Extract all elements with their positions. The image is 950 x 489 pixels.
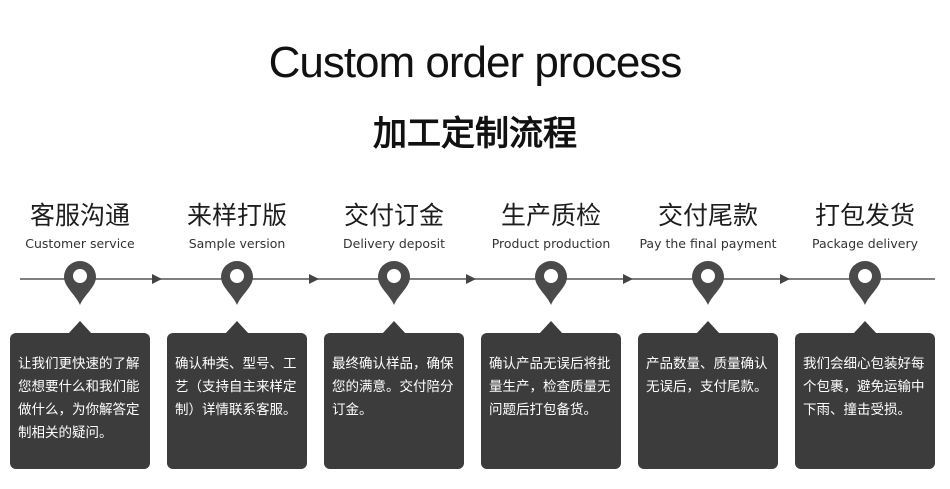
step-4-label: 生产质检 Product production — [476, 200, 626, 251]
step-description: 最终确认样品，确保您的满意。交付陪分订金。 — [332, 356, 454, 418]
step-title-zh: 生产质检 — [500, 201, 601, 230]
step-title-zh: 交付尾款 — [657, 201, 758, 230]
step-description: 产品数量、质量确认无误后，支付尾款。 — [646, 356, 768, 395]
step-title-zh: 交付订金 — [343, 201, 444, 230]
step-5-label: 交付尾款 Pay the final payment — [633, 200, 783, 251]
step-title-en: Sample version — [188, 236, 286, 251]
step-4-description-box: 确认产品无误后将批量生产，检查质量无问题后打包备货。 — [481, 321, 621, 469]
step-title-en: Product production — [491, 236, 611, 251]
step-6-label: 打包发货 Package delivery — [790, 200, 940, 251]
step-title-en: Delivery deposit — [343, 236, 445, 251]
step-1-label: 客服沟通 Customer service — [5, 200, 155, 251]
step-title-zh: 来样打版 — [186, 201, 287, 230]
location-pin-icon — [535, 261, 567, 305]
step-description: 我们会细心包装好每个包裹，避免运输中下雨、撞击受损。 — [803, 356, 925, 418]
location-pin-icon — [221, 261, 253, 305]
step-3-label: 交付订金 Delivery deposit — [319, 200, 469, 251]
step-description: 确认产品无误后将批量生产，检查质量无问题后打包备货。 — [489, 356, 611, 418]
step-description: 让我们更快速的了解您想要什么和我们能做什么，为你解答定制相关的疑问。 — [18, 356, 140, 441]
location-pin-icon — [378, 261, 410, 305]
page-title-en: Custom order process — [268, 38, 683, 87]
step-title-zh: 打包发货 — [814, 201, 915, 230]
arrow-right-icon — [309, 274, 319, 284]
step-title-en: Pay the final payment — [639, 236, 777, 251]
step-2-description-box: 确认种类、型号、工艺（支持自主来样定制）详情联系客服。 — [167, 321, 307, 469]
step-description: 确认种类、型号、工艺（支持自主来样定制）详情联系客服。 — [175, 356, 297, 418]
arrow-right-icon — [466, 274, 476, 284]
step-title-en: Package delivery — [812, 236, 918, 251]
step-title-zh: 客服沟通 — [29, 201, 130, 230]
step-3-description-box: 最终确认样品，确保您的满意。交付陪分订金。 — [324, 321, 464, 469]
location-pin-icon — [692, 261, 724, 305]
arrow-right-icon — [780, 274, 790, 284]
arrow-right-icon — [623, 274, 633, 284]
process-timeline — [20, 261, 935, 305]
step-5-description-box: 产品数量、质量确认无误后，支付尾款。 — [638, 321, 778, 469]
page-title-zh: 加工定制流程 — [373, 114, 577, 154]
step-1-description-box: 让我们更快速的了解您想要什么和我们能做什么，为你解答定制相关的疑问。 — [10, 321, 150, 469]
arrow-right-icon — [152, 274, 162, 284]
step-6-description-box: 我们会细心包装好每个包裹，避免运输中下雨、撞击受损。 — [795, 321, 935, 469]
step-2-label: 来样打版 Sample version — [162, 200, 312, 251]
step-title-en: Customer service — [25, 236, 135, 251]
location-pin-icon — [64, 261, 96, 305]
location-pin-icon — [849, 261, 881, 305]
